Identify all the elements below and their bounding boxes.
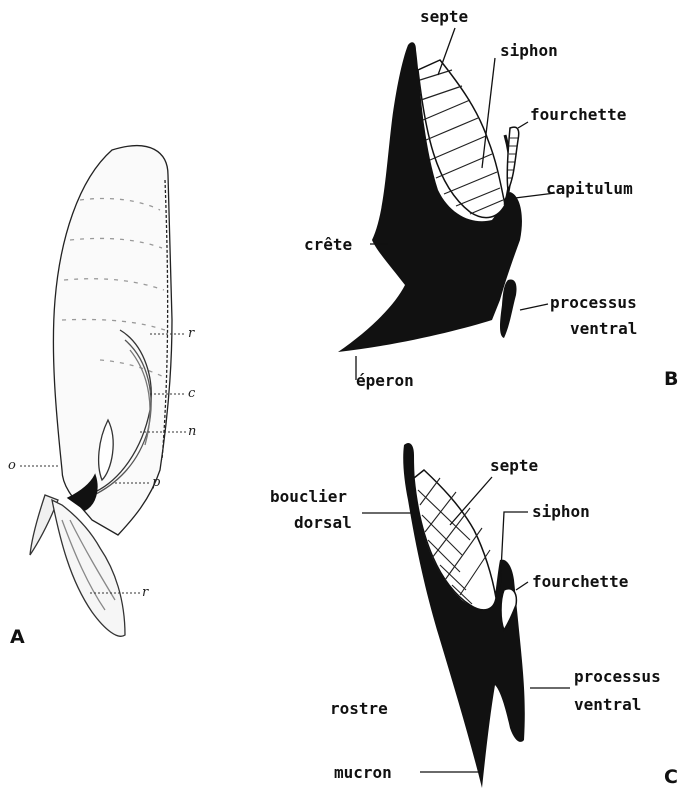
label-b-siphon: siphon xyxy=(500,42,558,60)
label-b-capitulum: capitulum xyxy=(546,180,633,198)
label-c-siphon: siphon xyxy=(532,503,590,521)
label-a-c: c xyxy=(188,387,195,401)
label-a-o: o xyxy=(8,459,16,473)
label-b-septe: septe xyxy=(420,8,468,26)
figure-a-drawing xyxy=(30,146,172,637)
label-c-septe: septe xyxy=(490,457,538,475)
label-c-rostre: rostre xyxy=(330,700,388,718)
label-a-p: p xyxy=(152,476,160,490)
label-c-fourchette: fourchette xyxy=(532,573,628,591)
label-c-bouclier: bouclier xyxy=(270,488,347,506)
label-a-r-upper: r xyxy=(188,327,194,341)
label-b-fourchette: fourchette xyxy=(530,106,626,124)
figure-b-drawing xyxy=(338,42,522,352)
panel-label-c: C xyxy=(664,766,678,788)
label-c-dorsal: dorsal xyxy=(294,514,352,532)
label-a-r-lower: r xyxy=(142,586,148,600)
figure-c-drawing xyxy=(403,443,525,788)
label-c-ventral: ventral xyxy=(574,696,641,714)
label-b-eperon: éperon xyxy=(356,372,414,390)
label-c-processus: processus xyxy=(574,668,661,686)
label-b-processus: processus xyxy=(550,294,637,312)
label-c-mucron: mucron xyxy=(334,764,392,782)
label-b-ventral: ventral xyxy=(570,320,637,338)
panel-label-b: B xyxy=(664,368,678,390)
panel-label-a: A xyxy=(10,626,25,648)
label-b-crete: crête xyxy=(304,236,352,254)
label-a-n: n xyxy=(188,425,196,439)
